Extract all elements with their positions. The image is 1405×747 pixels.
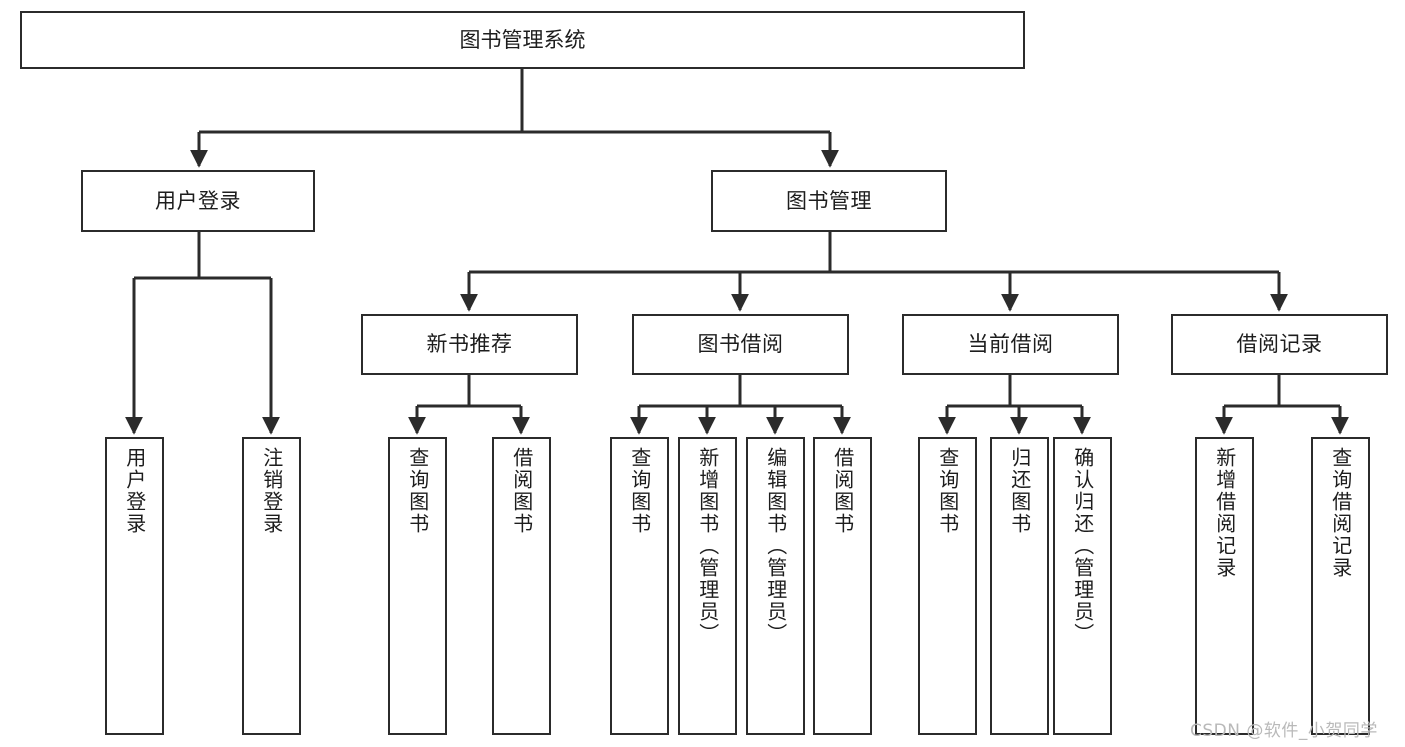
node-leaf-confirm-return[interactable]: 确认归还（管理员） <box>1053 437 1112 735</box>
node-leaf-edit-book[interactable]: 编辑图书（管理员） <box>746 437 805 735</box>
node-user-login-label: 用户登录 <box>155 188 241 213</box>
node-leaf-add-book-label: 新增图书（管理员） <box>695 447 720 645</box>
node-book-manage[interactable]: 图书管理 <box>711 170 947 232</box>
node-leaf-borrow-book-1[interactable]: 借阅图书 <box>492 437 551 735</box>
node-leaf-return-book-label: 归还图书 <box>1007 447 1032 535</box>
node-leaf-query-book-2-label: 查询图书 <box>627 447 652 535</box>
node-root[interactable]: 图书管理系统 <box>20 11 1025 69</box>
node-leaf-add-record[interactable]: 新增借阅记录 <box>1195 437 1254 735</box>
node-leaf-query-record[interactable]: 查询借阅记录 <box>1311 437 1370 735</box>
node-leaf-confirm-return-label: 确认归还（管理员） <box>1070 447 1095 645</box>
node-leaf-logout-login[interactable]: 注销登录 <box>242 437 301 735</box>
node-leaf-add-record-label: 新增借阅记录 <box>1212 447 1237 579</box>
node-borrow-record-label: 借阅记录 <box>1236 332 1323 356</box>
node-leaf-edit-book-label: 编辑图书（管理员） <box>763 447 788 645</box>
node-new-book-recommend-label: 新书推荐 <box>426 332 513 356</box>
node-leaf-borrow-book-2-label: 借阅图书 <box>830 447 855 535</box>
node-book-borrow-label: 图书借阅 <box>697 332 784 356</box>
node-current-borrow[interactable]: 当前借阅 <box>902 314 1119 375</box>
node-book-manage-label: 图书管理 <box>786 188 872 213</box>
node-user-login[interactable]: 用户登录 <box>81 170 315 232</box>
node-leaf-return-book[interactable]: 归还图书 <box>990 437 1049 735</box>
node-leaf-query-book-3[interactable]: 查询图书 <box>918 437 977 735</box>
node-leaf-logout-login-label: 注销登录 <box>259 447 284 535</box>
node-leaf-borrow-book-2[interactable]: 借阅图书 <box>813 437 872 735</box>
node-book-borrow[interactable]: 图书借阅 <box>632 314 849 375</box>
node-leaf-query-book-3-label: 查询图书 <box>935 447 960 535</box>
node-borrow-record[interactable]: 借阅记录 <box>1171 314 1388 375</box>
node-leaf-query-book-2[interactable]: 查询图书 <box>610 437 669 735</box>
node-new-book-recommend[interactable]: 新书推荐 <box>361 314 578 375</box>
node-leaf-user-login[interactable]: 用户登录 <box>105 437 164 735</box>
node-leaf-borrow-book-1-label: 借阅图书 <box>509 447 534 535</box>
node-leaf-query-book-1[interactable]: 查询图书 <box>388 437 447 735</box>
node-leaf-user-login-label: 用户登录 <box>122 447 147 535</box>
node-current-borrow-label: 当前借阅 <box>967 332 1054 356</box>
node-leaf-query-book-1-label: 查询图书 <box>405 447 430 535</box>
node-root-label: 图书管理系统 <box>459 27 586 52</box>
node-leaf-query-record-label: 查询借阅记录 <box>1328 447 1353 579</box>
node-leaf-add-book[interactable]: 新增图书（管理员） <box>678 437 737 735</box>
